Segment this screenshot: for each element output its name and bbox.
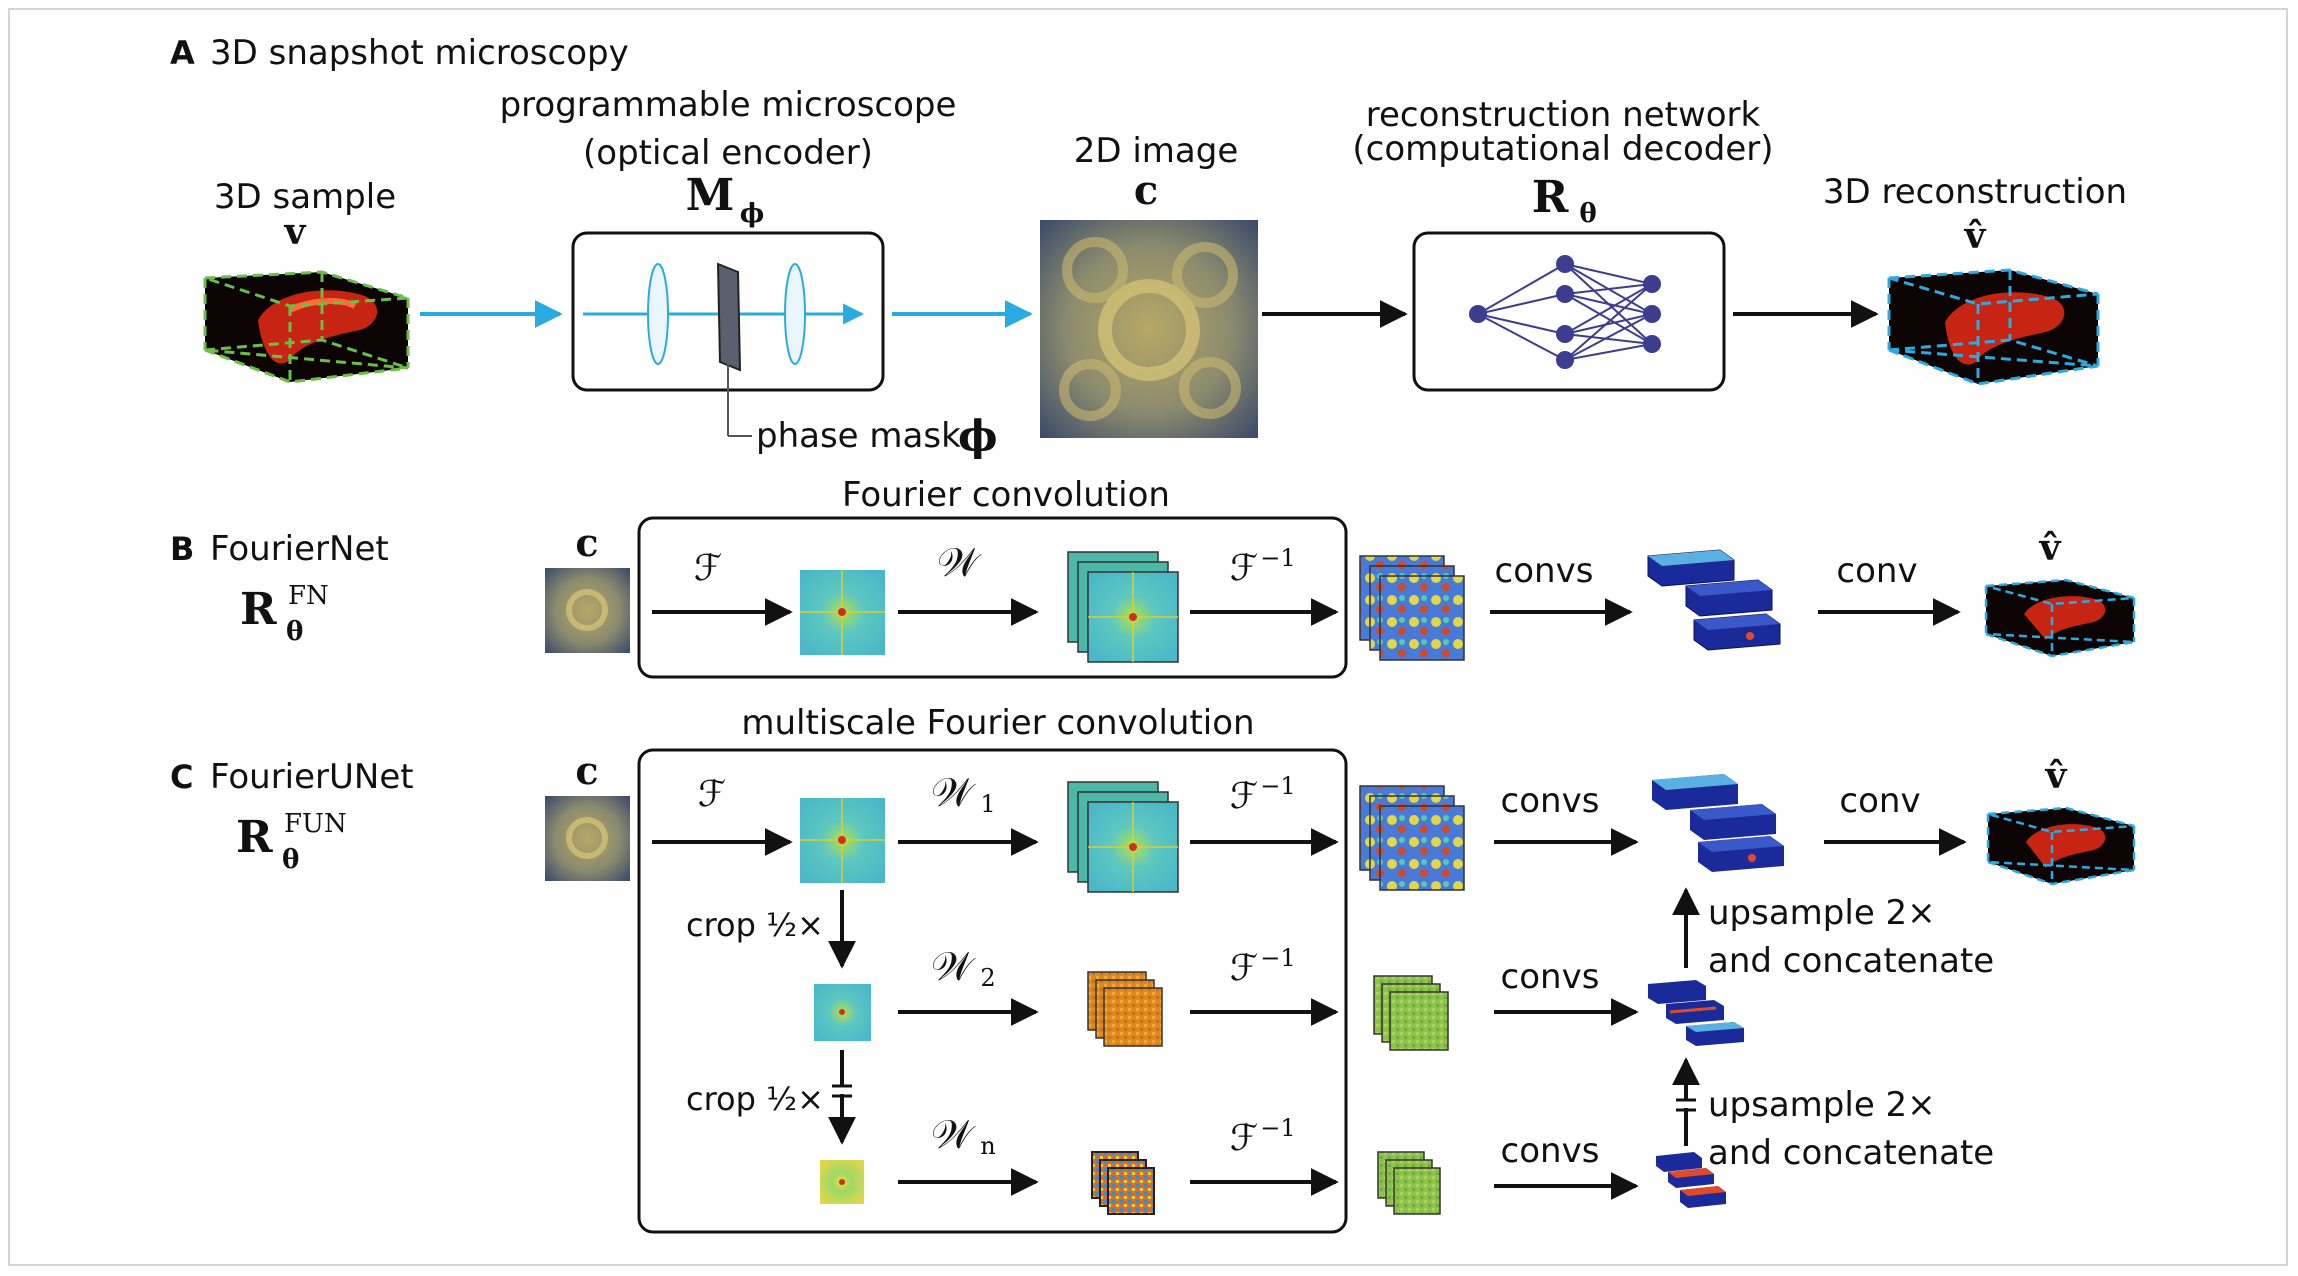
sample-volume bbox=[203, 270, 410, 384]
panel-c-input-image bbox=[545, 796, 630, 881]
panel-b-weights: 𝒲 bbox=[937, 540, 982, 586]
panel-c-convs-label-1: convs bbox=[1501, 781, 1600, 821]
panel-b-letter: B bbox=[170, 530, 194, 568]
panel-c-weighted-spectra-n bbox=[1091, 1151, 1155, 1215]
panel-c-inverse-sup-1: −1 bbox=[1260, 772, 1295, 800]
phase-mask-label: phase mask bbox=[756, 416, 961, 456]
network-symbol: R bbox=[1532, 172, 1569, 223]
panel-b-fourier-op: ℱ bbox=[694, 548, 722, 589]
fourier-conv-box bbox=[637, 516, 1348, 679]
panel-c-feature-maps-2 bbox=[1373, 975, 1449, 1051]
network-subscript: θ bbox=[1579, 199, 1596, 229]
panel-b-subscript: θ bbox=[286, 617, 303, 647]
microscope-subscript: ϕ bbox=[740, 199, 764, 229]
panel-a-title: 3D snapshot microscopy bbox=[210, 33, 629, 73]
panel-c-title: FourierUNet bbox=[210, 757, 414, 797]
panel-a-letter: A bbox=[170, 34, 195, 72]
neural-network-graph bbox=[1469, 255, 1661, 369]
multiscale-title: multiscale Fourier convolution bbox=[741, 703, 1254, 743]
panel-c-convs-label-n: convs bbox=[1501, 1131, 1600, 1171]
panel-c-volume-stack-1 bbox=[1652, 774, 1784, 872]
network-label-line2: (computational decoder) bbox=[1352, 129, 1773, 169]
panel-c-crop-label-1: crop ½× bbox=[686, 906, 824, 944]
panel-c-weights-2: 𝒲 bbox=[931, 944, 976, 990]
panel-b-conv-label: conv bbox=[1836, 551, 1917, 591]
sample-symbol: v bbox=[284, 211, 307, 253]
fourier-conv-title: Fourier convolution bbox=[842, 475, 1170, 515]
panel-c-inverse-op-2: ℱ bbox=[1230, 948, 1258, 989]
panel-b-fourier-spectrum bbox=[800, 570, 885, 655]
panel-c-upsample-1-line2: and concatenate bbox=[1708, 941, 1994, 981]
panel-c-inverse-op-n: ℱ bbox=[1230, 1118, 1258, 1159]
panel-b-title: FourierNet bbox=[210, 529, 389, 569]
panel-c-weights-n: 𝒲 bbox=[931, 1112, 976, 1158]
sample-label: 3D sample bbox=[214, 177, 396, 217]
panel-c-feature-maps-n bbox=[1377, 1151, 1441, 1215]
panel-c-superscript: FUN bbox=[284, 809, 347, 839]
network-label-line1: reconstruction network bbox=[1366, 95, 1761, 135]
panel-c-arrow-crop-2 bbox=[828, 1050, 856, 1145]
microscope-label-line1: programmable microscope bbox=[500, 85, 957, 125]
panel-b-output-symbol: v̂ bbox=[2039, 527, 2062, 569]
panel-c-weighted-spectra-2 bbox=[1087, 971, 1163, 1047]
panel-c-input-symbol: c bbox=[575, 748, 598, 793]
microscope-optics bbox=[583, 262, 865, 437]
panel-c-inverse-sup-n: −1 bbox=[1260, 1114, 1295, 1142]
image-2d bbox=[1040, 220, 1258, 438]
panel-c-inverse-sup-2: −1 bbox=[1260, 944, 1295, 972]
figure-frame bbox=[8, 8, 2288, 1266]
panel-c-crop-label-2: crop ½× bbox=[686, 1080, 824, 1118]
panel-c-volume-stack-n bbox=[1656, 1152, 1726, 1208]
panel-c-upsample-1-line1: upsample 2× bbox=[1708, 893, 1936, 933]
phase-mask-symbol: ϕ bbox=[958, 411, 998, 460]
panel-c-subscript: θ bbox=[282, 845, 299, 875]
panel-c-spectrum-1 bbox=[800, 798, 885, 883]
image-label: 2D image bbox=[1074, 131, 1239, 171]
panel-c-feature-maps-1 bbox=[1359, 785, 1465, 891]
panel-c-inverse-op-1: ℱ bbox=[1230, 776, 1258, 817]
panel-c-weights-2-sub: 2 bbox=[980, 964, 995, 992]
reconstruction-symbol: v̂ bbox=[1964, 215, 1987, 257]
panel-b-superscript: FN bbox=[288, 581, 329, 611]
reconstruction-volume bbox=[1887, 268, 2100, 386]
multiscale-box bbox=[637, 748, 1348, 1234]
panel-c-weights-n-sub: n bbox=[980, 1132, 995, 1160]
panel-b-volume-stack bbox=[1647, 549, 1781, 651]
reconstruction-label: 3D reconstruction bbox=[1823, 172, 2127, 212]
panel-c-arrow-upsample-2 bbox=[1672, 1057, 1700, 1146]
panel-c-symbol: R bbox=[236, 812, 273, 863]
panel-b-input-image bbox=[545, 568, 630, 653]
microscope-label-line2: (optical encoder) bbox=[583, 133, 873, 173]
panel-c-upsample-2-line2: and concatenate bbox=[1708, 1133, 1994, 1173]
panel-b-convs-label: convs bbox=[1495, 551, 1594, 591]
panel-b-inverse-op: ℱ bbox=[1230, 548, 1258, 589]
panel-b-input-symbol: c bbox=[575, 520, 598, 565]
panel-b-symbol: R bbox=[240, 584, 277, 635]
panel-c-weights-1-sub: 1 bbox=[980, 790, 995, 818]
microscope-symbol: M bbox=[686, 170, 735, 221]
panel-c-spectrum-2 bbox=[814, 984, 871, 1041]
panel-c-convs-label-2: convs bbox=[1501, 957, 1600, 997]
panel-c-output-volume bbox=[1986, 806, 2136, 886]
panel-c-weighted-spectra-1 bbox=[1067, 781, 1179, 893]
panel-b-weighted-spectra bbox=[1067, 551, 1179, 663]
panel-c-spectrum-n bbox=[820, 1160, 864, 1204]
panel-c-output-symbol: v̂ bbox=[2045, 755, 2068, 797]
panel-c-conv-label: conv bbox=[1839, 781, 1920, 821]
panel-b-feature-maps bbox=[1359, 555, 1465, 661]
panel-b-inverse-sup: −1 bbox=[1260, 544, 1295, 572]
panel-b-output-volume bbox=[1984, 578, 2136, 658]
image-symbol: c bbox=[1134, 167, 1158, 214]
panel-c-volume-stack-2 bbox=[1648, 980, 1744, 1046]
panel-c-letter: C bbox=[170, 758, 193, 796]
panel-c-upsample-2-line1: upsample 2× bbox=[1708, 1085, 1936, 1125]
phase-mask-plate bbox=[716, 262, 742, 372]
panel-c-weights-1: 𝒲 bbox=[931, 770, 976, 816]
panel-c-fourier-op: ℱ bbox=[698, 774, 726, 815]
